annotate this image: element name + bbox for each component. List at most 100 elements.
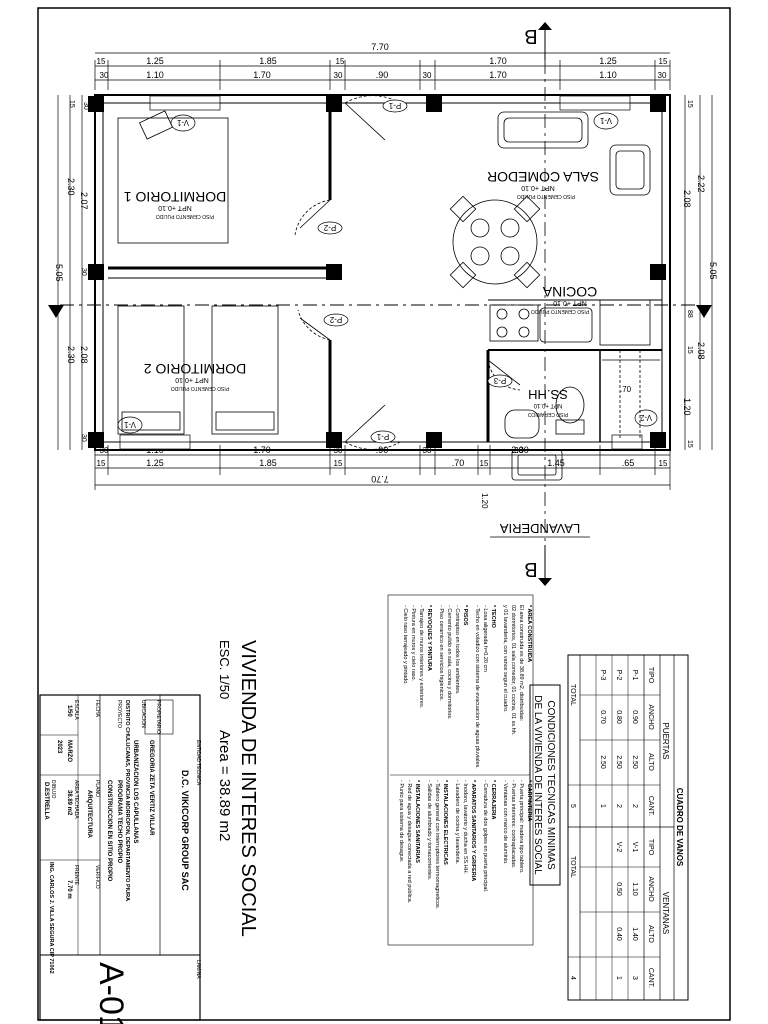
schedule-col: CANT. [647,796,654,816]
dim-right: 15 [686,440,693,448]
section-marker-bottom: B [524,545,552,586]
dim-left: 30 [80,434,87,442]
floor-plan: B B 7.70 15 1.25 1.85 15 1.70 1. [48,22,718,586]
door-tag: P-2 [323,223,336,232]
tb-label: DIBUJO [50,780,56,798]
conditions-line: - Tarrajeo de muros interiores y exterio… [418,605,424,709]
dim-left: 30 [82,102,89,110]
dim-bottom-outer: 1.25 [146,458,164,468]
door-tags: P-1 P-2 P-2 P-1 P-3 [317,99,513,444]
dim-top-inner: 30 [100,71,109,80]
laundry-sink [511,449,563,481]
door-row-cell: 1 [599,804,606,808]
door-row-cell: P-2 [615,670,622,681]
logo-placeholder [144,699,174,735]
door-row-cell: 2.50 [615,755,622,769]
room-floor: PISO CEMENTO PULIDO [171,385,229,391]
tb-label: PROPIETARIO [155,700,161,734]
dim-left: 30 [80,268,87,276]
right-dimensions: 15 2.22 2.08 5.05 88 15 2.08 1.20 15 [682,95,718,450]
schedule-col: TIPO [647,667,654,684]
schedule-total-doors: 5 [569,804,576,808]
dim-right: 15 [686,100,693,108]
door-row-cell: P-3 [599,670,606,681]
conditions-title: CONDICIONES TECNICAS MINIMAS DE LA VIVIE… [529,684,561,886]
dim-right: 5.05 [708,262,718,280]
overall-width-bottom: 7.70 [371,474,389,484]
tb-label: ENTIDAD TECNICA [195,740,201,786]
tb-verifico: ING. CARLOS J. VILLA SEGURA CIP 71062 [48,862,54,974]
window-row-cell: 0.40 [615,927,622,941]
room-floor: PISO CEMENTO PULIDO [156,213,214,219]
conditions-line: * CERRAJERIA [490,780,496,819]
dim-bottom-inner: 15 [480,459,489,468]
schedule-total-label: TOTAL [569,856,576,878]
conditions-line: - Lavadero de cocina y lavanderia. [454,780,460,865]
dim-right: 2.22 [696,175,706,193]
window-tag: V-1 [599,116,612,125]
sheet-border [37,7,731,1021]
window-row-cell: V-2 [615,842,622,853]
room-floor: PISO CERAMICO [528,411,568,417]
window-row-cell: 1.40 [631,927,638,941]
dim-left: 2.08 [79,346,89,364]
dim-top-outer: 1.70 [489,56,507,66]
section-marker-label: B [524,558,537,580]
window-row-cell: 1 [615,976,622,980]
dim-bottom-inner: .70 [452,458,465,468]
room-name: DORMITORIO 1 [124,189,227,205]
room-floor: PISO CEMENTO PULIDO [531,308,589,314]
conditions-line: * INSTALACIONES SANITARIAS [414,780,420,863]
schedule-windows-header: VENTANAS [661,892,670,935]
dim-bottom-outer: 15 [659,459,668,468]
dim-top-inner: 1.70 [489,70,507,80]
tb-modalidad: CONSTRUCCION EN SITIO PROPIO [106,780,112,882]
dim-top-inner: 1.10 [146,70,164,80]
tb-label: PROYECTO [116,700,122,728]
conditions-title-line1: CONDICIONES TECNICAS MINIMAS [545,700,556,870]
furniture [117,110,660,481]
bed [117,305,185,435]
schedule-col: ANCHO [647,876,654,902]
dim-bottom-outer: .65 [622,458,635,468]
armchair [609,144,651,196]
dim-top-inner: 1.10 [599,70,617,80]
tb-label: LAMINA [195,960,201,979]
window-row-cell: 0.50 [615,882,622,896]
dim-top-inner: 30 [658,71,667,80]
dim-bottom-outer: 15 [97,459,106,468]
conditions-line: * PISOS [462,605,468,626]
tb-label: VERIFICO [94,865,100,889]
dim-right: 1.20 [682,398,692,416]
schedule-title: CUADRO DE VANOS [675,788,684,867]
dim-right: 88 [686,310,693,318]
sofa [497,111,589,149]
schedule-doors-header: PUERTAS [661,722,670,759]
title-block: ENTIDAD TECNICA D.C. VIKICORP GROUP SAC … [39,694,201,1024]
tb-proyecto: PROGRAMA TECHO PROPIO [116,780,122,863]
room-npt: NPT +0.10 [533,402,562,408]
tb-label: PLANO [94,780,100,797]
dim-left: 5.05 [54,264,64,282]
dim-top-inner: 30 [423,71,432,80]
conditions-line: - Puerta principal: madera tipo tablero. [518,780,524,874]
dim-left: 15 [68,100,75,108]
section-marker-top: B [524,22,552,60]
section-marker-label: B [524,25,537,47]
dim-bottom-outer: 15 [334,459,343,468]
dim-left: 2.07 [79,192,89,210]
tb-label: UBICACION [140,700,146,728]
project-main-title: VIVIENDA DE INTERES SOCIAL [237,640,259,937]
door-row-cell: 0.90 [631,710,638,724]
dim-right: 2.08 [682,190,692,208]
toilet [555,386,585,424]
tb-area: 38.89 m2 [66,790,72,816]
door-row-cell: 0.70 [599,710,606,724]
window-tag: V-1 [176,118,189,127]
conditions-line: * CARPINTERIA [526,780,532,821]
dim-top-outer: 15 [336,57,345,66]
conditions-line: 02 dormitorios, 01 sala comedor, 01 coci… [510,605,516,736]
schedule-col: ALTO [647,753,654,771]
overall-width-top: 7.70 [371,42,389,52]
tb-label: FECHA [94,700,100,718]
